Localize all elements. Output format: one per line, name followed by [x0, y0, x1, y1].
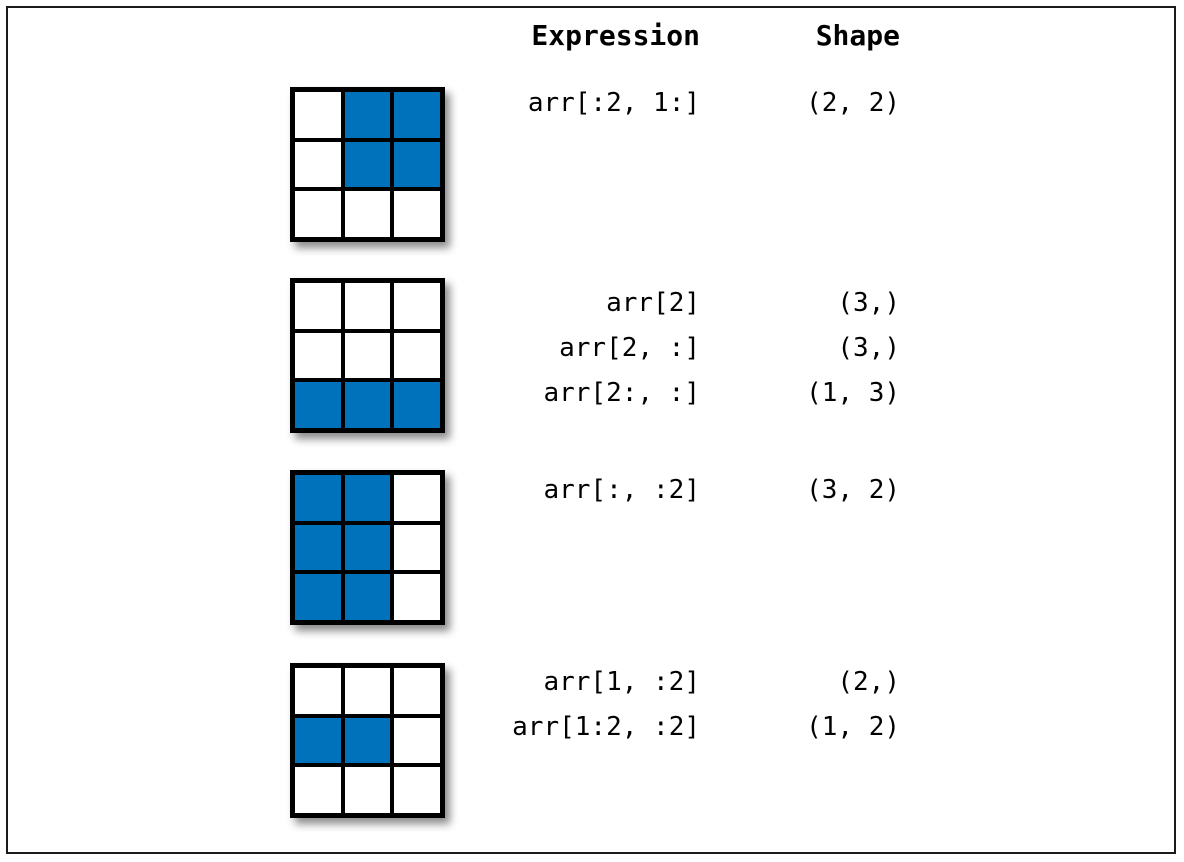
empty-cell: [394, 717, 440, 764]
array-grid-1: [290, 87, 445, 242]
empty-cell: [394, 191, 440, 237]
slice-expression: arr[2:, :]: [543, 378, 700, 408]
result-shape: (1, 3): [806, 378, 900, 408]
empty-cell: [394, 767, 440, 813]
filled-cell: [394, 382, 440, 428]
slice-example-row: arr[2] (3,): [0, 281, 1184, 326]
filled-cell: [295, 524, 341, 571]
array-grid-4: [290, 663, 445, 818]
filled-cell: [344, 717, 391, 764]
filled-cell: [295, 717, 341, 764]
slice-example-row: arr[2:, :] (1, 3): [0, 371, 1184, 416]
filled-cell: [344, 524, 391, 571]
slice-example-row: arr[:2, 1:] (2, 2): [0, 81, 1184, 126]
empty-cell: [295, 141, 341, 188]
result-shape: (3,): [837, 288, 900, 318]
empty-cell: [394, 668, 440, 714]
filled-cell: [394, 92, 440, 138]
slice-rows-1: arr[:2, 1:] (2, 2): [0, 81, 1184, 126]
filled-cell: [344, 382, 391, 428]
empty-cell: [295, 767, 341, 813]
expression-column-header: Expression: [531, 19, 700, 52]
empty-cell: [394, 475, 440, 521]
filled-cell: [344, 92, 391, 138]
filled-cell: [295, 475, 341, 521]
slice-rows-3: arr[:, :2] (3, 2): [0, 468, 1184, 513]
empty-cell: [344, 767, 391, 813]
filled-cell: [295, 382, 341, 428]
empty-cell: [344, 332, 391, 379]
result-shape: (3, 2): [806, 475, 900, 505]
array-grid-2: [290, 278, 445, 433]
filled-cell: [344, 141, 391, 188]
result-shape: (1, 2): [806, 712, 900, 742]
empty-cell: [344, 283, 391, 329]
filled-cell: [344, 475, 391, 521]
slice-expression: arr[1:2, :2]: [512, 712, 700, 742]
slice-expression: arr[1, :2]: [543, 667, 700, 697]
result-shape: (3,): [837, 333, 900, 363]
shape-column-header: Shape: [815, 19, 900, 52]
result-shape: (2,): [837, 667, 900, 697]
empty-cell: [295, 92, 341, 138]
slice-example-row: arr[1:2, :2] (1, 2): [0, 705, 1184, 750]
empty-cell: [394, 283, 440, 329]
filled-cell: [394, 141, 440, 188]
empty-cell: [394, 574, 440, 620]
filled-cell: [295, 574, 341, 620]
slice-expression: arr[2, :]: [559, 333, 700, 363]
slice-expression: arr[2]: [606, 288, 700, 318]
slice-expression: arr[:2, 1:]: [527, 88, 700, 118]
result-shape: (2, 2): [806, 88, 900, 118]
slice-rows-4: arr[1, :2] (2,) arr[1:2, :2] (1, 2): [0, 660, 1184, 750]
slice-rows-2: arr[2] (3,) arr[2, :] (3,) arr[2:, :] (1…: [0, 281, 1184, 416]
empty-cell: [344, 191, 391, 237]
slice-example-row: arr[2, :] (3,): [0, 326, 1184, 371]
empty-cell: [394, 524, 440, 571]
slice-example-row: arr[1, :2] (2,): [0, 660, 1184, 705]
empty-cell: [295, 283, 341, 329]
empty-cell: [394, 332, 440, 379]
slice-expression: arr[:, :2]: [543, 475, 700, 505]
empty-cell: [295, 332, 341, 379]
array-grid-3: [290, 470, 445, 625]
empty-cell: [344, 668, 391, 714]
empty-cell: [295, 668, 341, 714]
empty-cell: [295, 191, 341, 237]
filled-cell: [344, 574, 391, 620]
slice-example-row: arr[:, :2] (3, 2): [0, 468, 1184, 513]
